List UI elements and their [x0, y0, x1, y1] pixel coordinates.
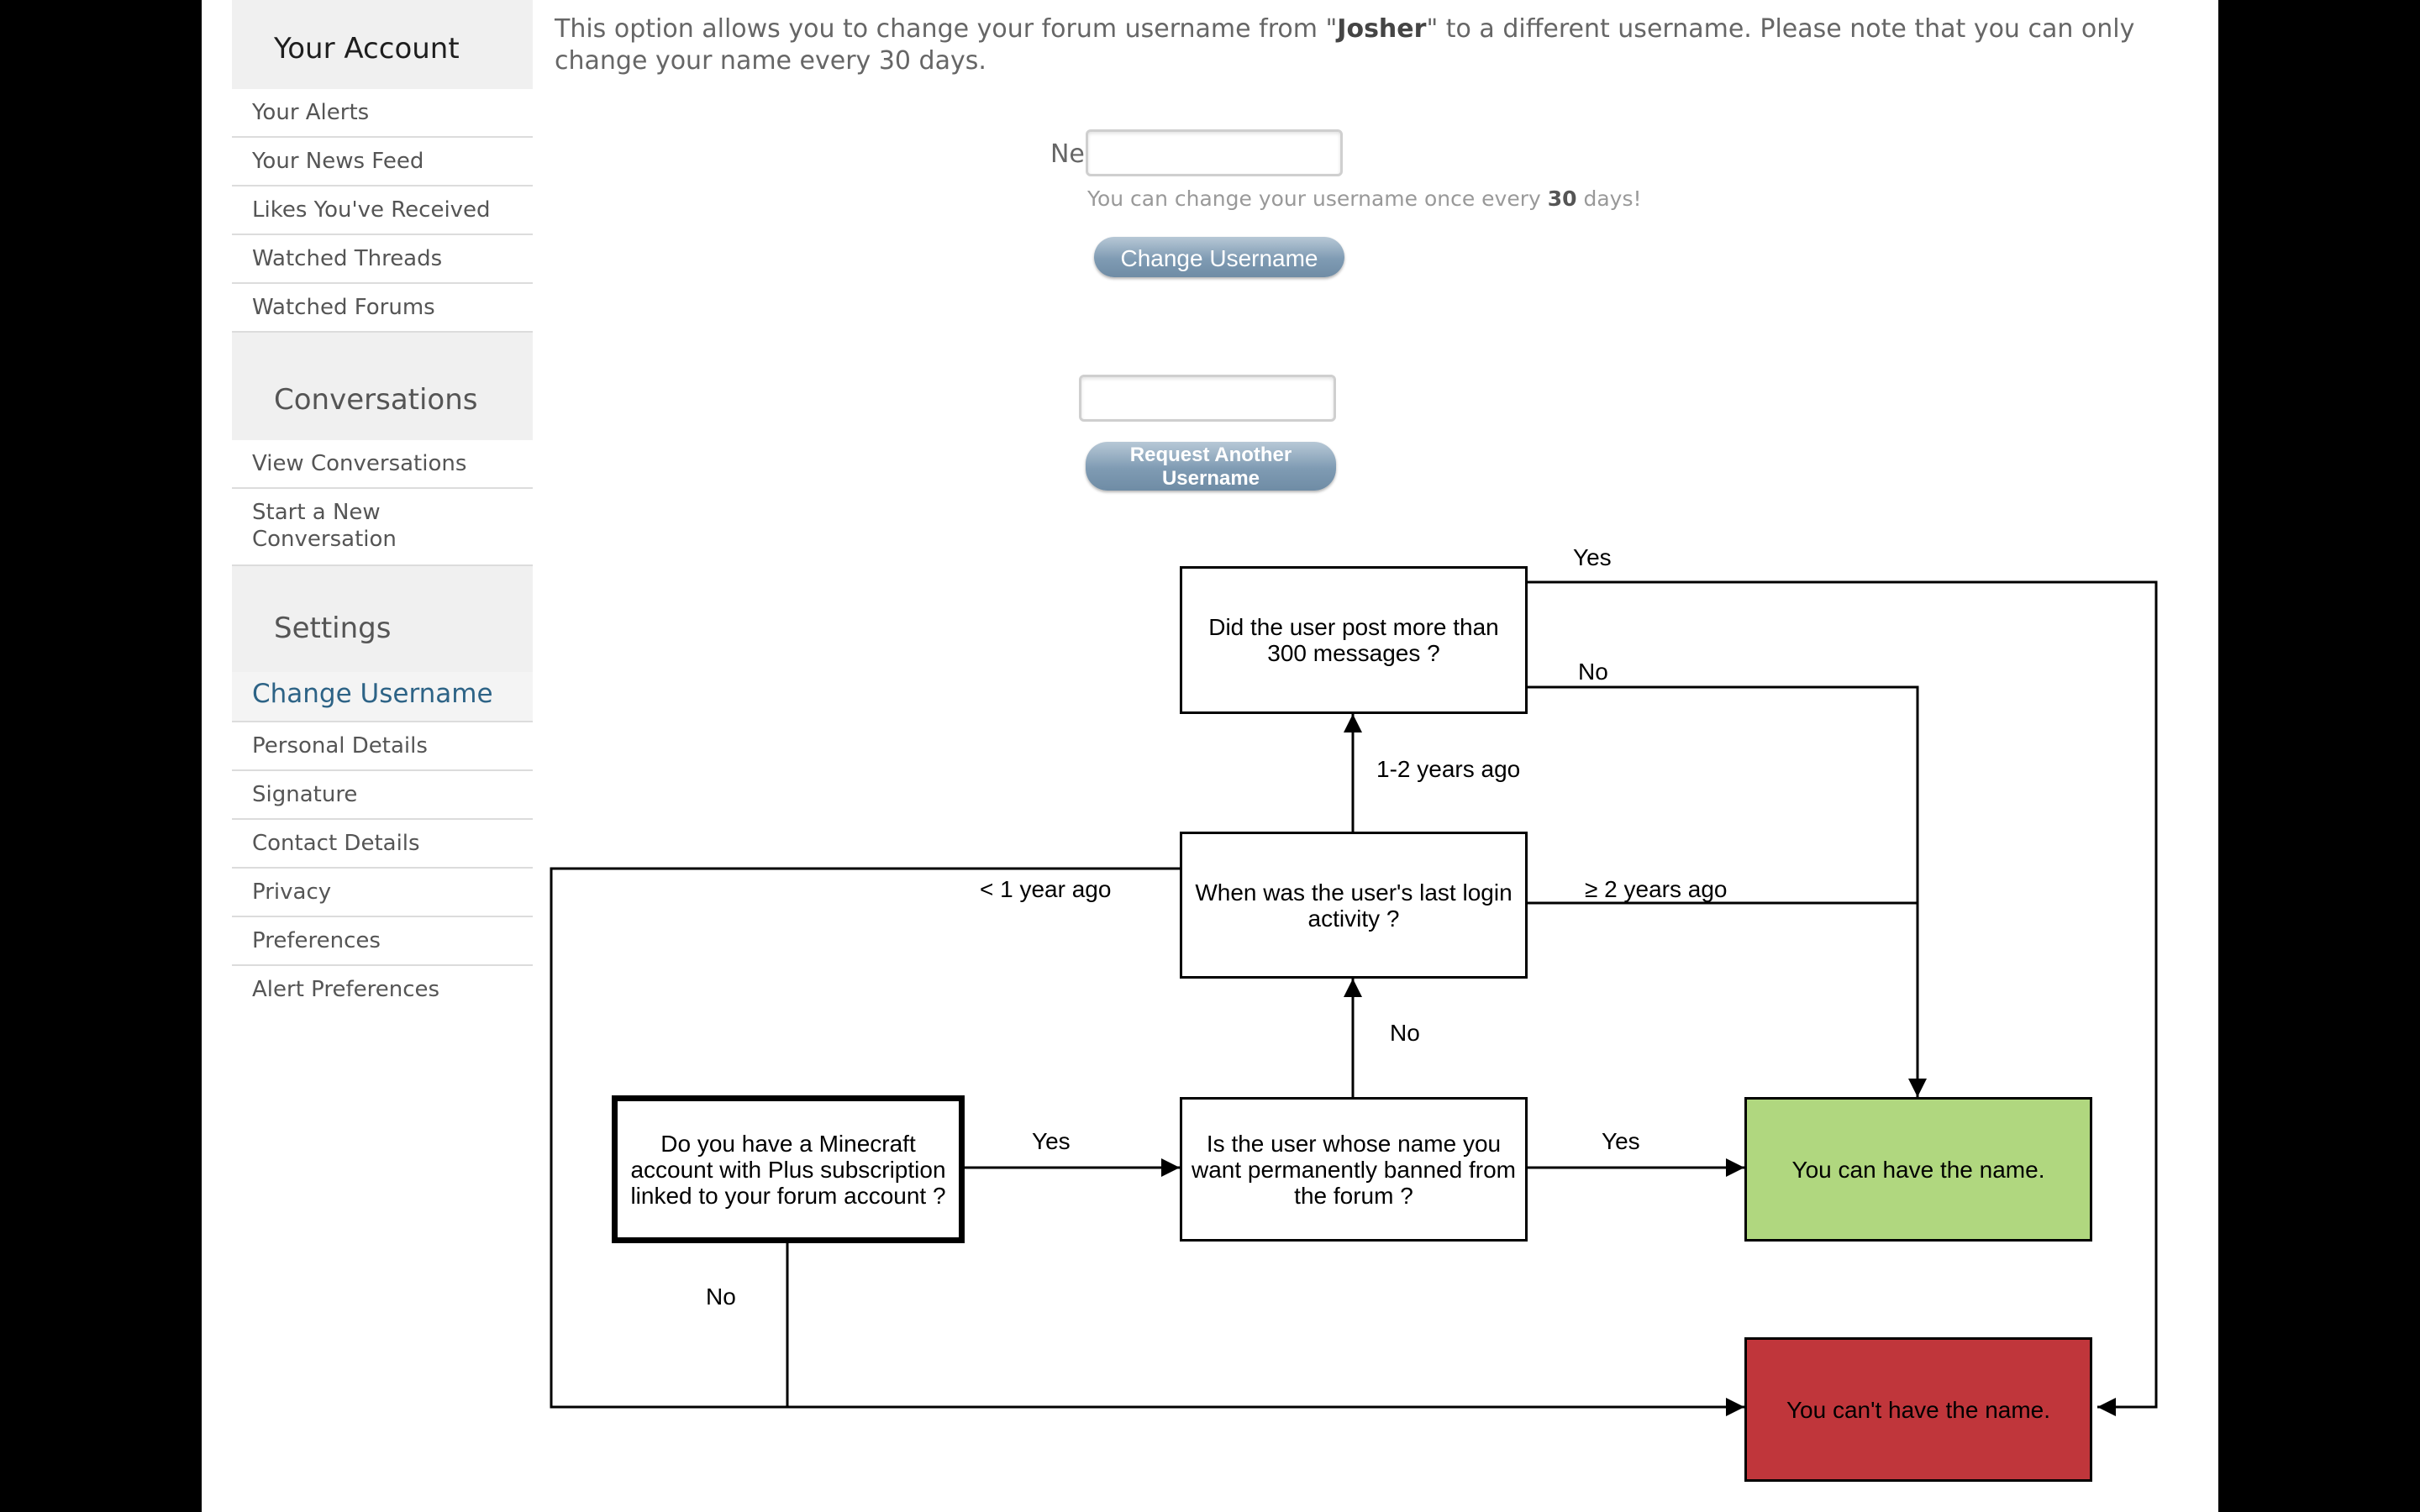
change-username-button[interactable]: Change Username [1094, 237, 1344, 277]
edge-login-lt1 [550, 867, 1744, 1416]
label-login-lt1: < 1 year ago [980, 876, 1112, 902]
hint-text-after: days! [1576, 186, 1642, 211]
sidebar-item-privacy[interactable]: Privacy [232, 869, 533, 917]
request-another-username-button[interactable]: Request Another Username [1086, 442, 1336, 491]
intro-text-after: " to a different username. Please note t… [555, 14, 2135, 76]
node-login: When was the user's last login activity … [1180, 832, 1528, 979]
sidebar-item-preferences[interactable]: Preferences [232, 917, 533, 966]
page: Your Account Your Alerts Your News Feed … [202, 0, 2218, 1512]
hint-days: 30 [1547, 186, 1577, 211]
sidebar-item-likes-received[interactable]: Likes You've Received [232, 186, 533, 235]
username-flowchart-connectors [550, 580, 2158, 1416]
node-banned: Is the user whose name you want permanen… [1180, 1097, 1528, 1242]
label-login-recent: 1-2 years ago [1376, 756, 1521, 782]
sidebar-item-start-conversation[interactable]: Start a New Conversation [232, 489, 533, 566]
node-minecraft: Do you have a Minecraft account with Plu… [612, 1095, 965, 1243]
sidebar-item-your-alerts[interactable]: Your Alerts [232, 89, 533, 138]
node-posts: Did the user post more than 300 messages… [1180, 566, 1528, 714]
node-can-have-name: You can have the name. [1744, 1097, 2092, 1242]
label-posts-no: No [1578, 659, 1608, 685]
new-username-input[interactable] [1086, 129, 1343, 176]
current-username: Josher [1337, 14, 1427, 44]
sidebar-conversations-nav: View Conversations Start a New Conversat… [232, 440, 533, 566]
intro-text-before: This option allows you to change your fo… [555, 14, 1338, 44]
sidebar-item-personal-details[interactable]: Personal Details [232, 722, 533, 771]
request-username-input[interactable] [1079, 375, 1336, 422]
username-change-hint: You can change your username once every … [1087, 186, 1642, 211]
sidebar-item-change-username[interactable]: Change Username [232, 672, 533, 722]
node-cant-have-name: You can't have the name. [1744, 1337, 2092, 1482]
edge-posts-yes [1526, 580, 2158, 1416]
label-banned-no: No [1390, 1020, 1420, 1046]
label-minecraft-no: No [706, 1284, 736, 1310]
sidebar-item-view-conversations[interactable]: View Conversations [232, 440, 533, 489]
sidebar-settings-nav: Change Username Personal Details Signatu… [232, 672, 533, 1011]
sidebar-item-news-feed[interactable]: Your News Feed [232, 138, 533, 186]
label-posts-yes: Yes [1573, 544, 1612, 570]
label-banned-yes: Yes [1602, 1128, 1640, 1154]
label-minecraft-yes: Yes [1032, 1128, 1071, 1154]
label-login-ge2: ≥ 2 years ago [1585, 876, 1728, 902]
sidebar-item-watched-threads[interactable]: Watched Threads [232, 235, 533, 284]
sidebar-item-contact-details[interactable]: Contact Details [232, 820, 533, 869]
sidebar-item-signature[interactable]: Signature [232, 771, 533, 820]
sidebar-item-watched-forums[interactable]: Watched Forums [232, 284, 533, 333]
sidebar-section-title-conversations: Conversations [274, 383, 478, 417]
sidebar-section-title-your-account: Your Account [274, 32, 460, 66]
edge-posts-no [1526, 685, 1927, 1097]
sidebar-item-alert-preferences[interactable]: Alert Preferences [252, 977, 440, 1002]
change-username-intro: This option allows you to change your fo… [555, 13, 2202, 77]
sidebar-section-title-settings: Settings [274, 612, 392, 645]
hint-text-before: You can change your username once every [1087, 186, 1548, 211]
account-sidebar: Your Account Your Alerts Your News Feed … [232, 0, 533, 1011]
sidebar-account-nav: Your Alerts Your News Feed Likes You've … [232, 89, 533, 333]
